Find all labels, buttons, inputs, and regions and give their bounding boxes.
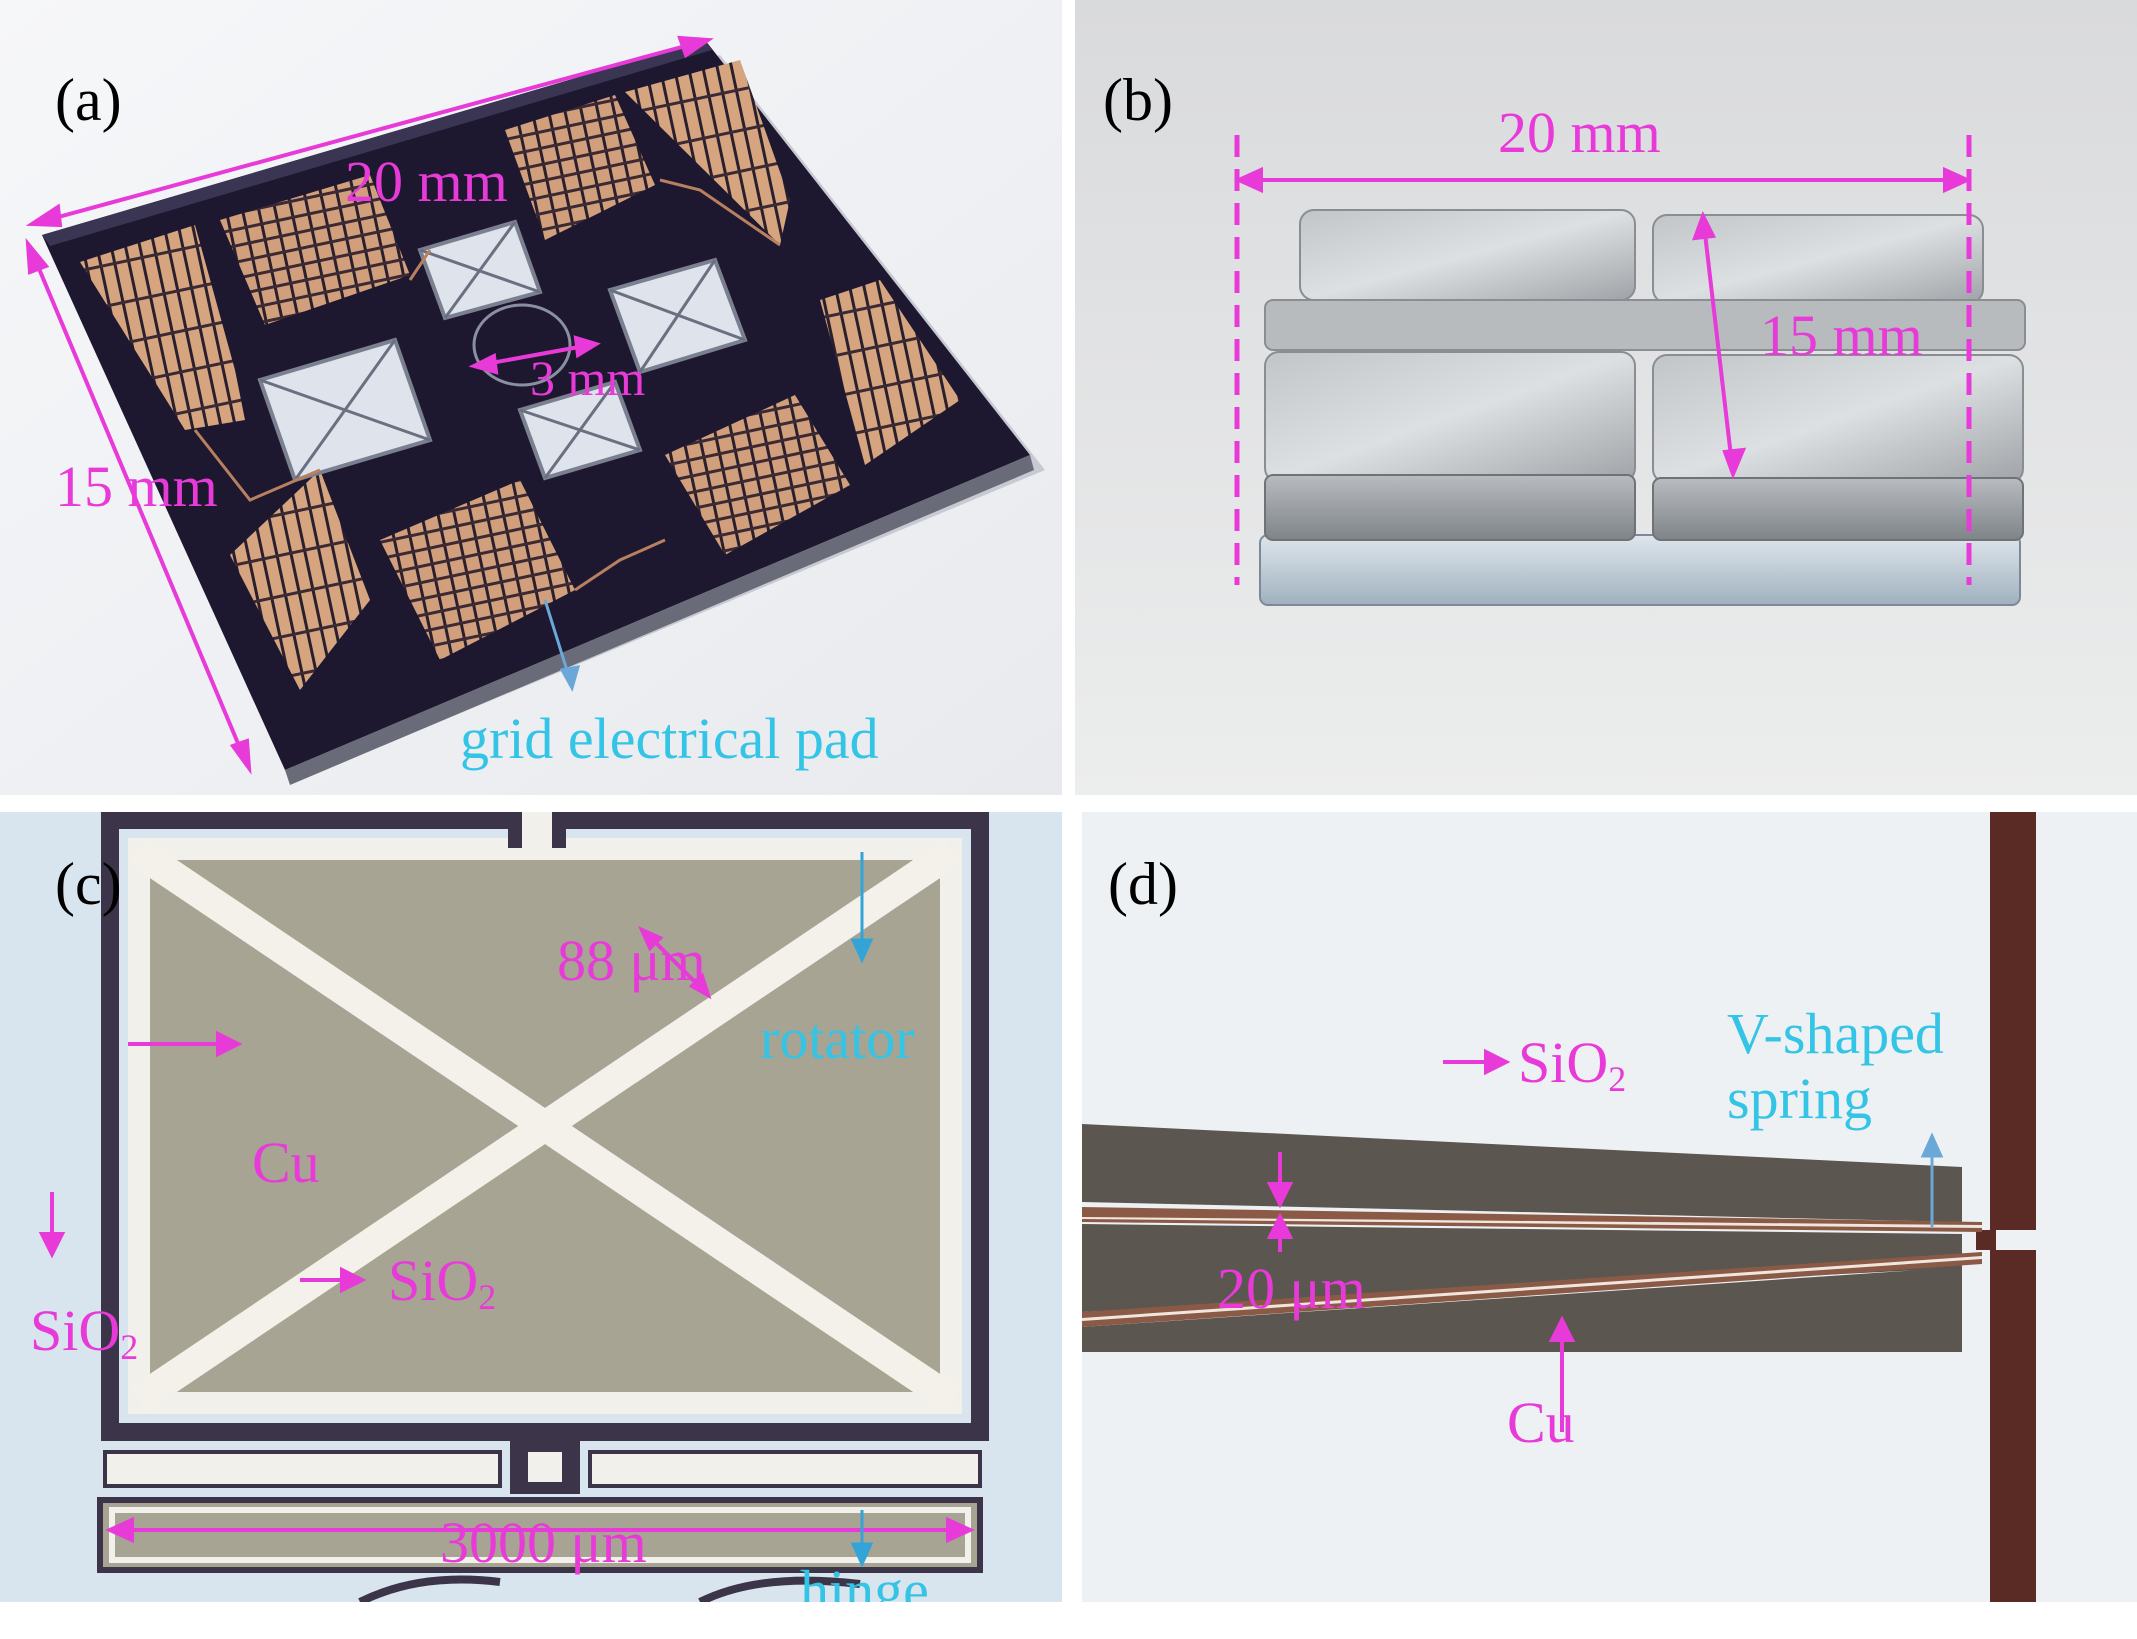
panel-label-c: (c) (55, 851, 122, 917)
length-dimension-label: 3000 μm (440, 1510, 647, 1575)
dimension-height-label: 15 mm (1760, 303, 1923, 368)
grid-pad-3 (505, 95, 655, 240)
cu-label: Cu (1507, 1390, 1575, 1455)
grid-pad-6 (380, 480, 575, 660)
grid-pad-8 (820, 280, 960, 465)
sio2-label: SiO2 (388, 1248, 497, 1317)
beam-width-label: 88 μm (557, 928, 706, 993)
v-spring-label-line2: spring (1727, 1066, 1872, 1131)
hinge-label: hinge (800, 1558, 929, 1603)
magnet-front-left (1264, 351, 1636, 483)
rotator-label: rotator (760, 1006, 915, 1071)
grid-pad-5 (230, 470, 370, 690)
sio2-outer-label: SiO2 (30, 1298, 139, 1367)
sio2-lower-block (1082, 1267, 1962, 1352)
grid-pad-7 (665, 395, 850, 555)
panel-c-rotator-micrograph: (c) 88 μm rotator Cu SiO2 SiO2 3000 μm h… (0, 812, 1062, 1602)
grid-pad-4 (625, 60, 790, 245)
dimension-gap-label: 3 mm (530, 350, 646, 406)
grid-pad-2 (220, 175, 410, 325)
panel-label-b: (b) (1103, 67, 1173, 133)
grid-pad-label: grid electrical pad (460, 706, 879, 771)
panel-label-a: (a) (55, 67, 122, 133)
dimension-width-label: 20 mm (345, 149, 508, 214)
chip-illustration (0, 0, 1062, 795)
gap-dimension-label: 20 μm (1217, 1256, 1366, 1321)
magnet-base (1259, 534, 2021, 606)
dimension-height-label: 15 mm (55, 454, 218, 519)
magnet-illustration (1075, 0, 2137, 795)
grid-pad-1 (80, 225, 245, 430)
panel-b-magnet-photo: (b) 20 mm 15 mm (1075, 0, 2137, 795)
v-spring-label-line1: V-shaped (1727, 1001, 1944, 1066)
panel-label-d: (d) (1108, 851, 1178, 917)
rotator-illustration (0, 812, 1062, 1602)
panel-d-spring-micrograph: (d) SiO2 V-shaped spring 20 μm Cu (1082, 812, 2137, 1602)
magnet-strip (1264, 299, 2026, 351)
sio2-upper-block (1082, 1124, 1962, 1222)
panel-a-chip-photo: (a) 20 mm 15 mm 3 mm grid electrical pad (0, 0, 1062, 795)
copper-bar (1990, 812, 2036, 1602)
cu-label: Cu (252, 1130, 320, 1195)
magnet-top-left (1299, 209, 1636, 301)
dimension-width-label: 20 mm (1498, 100, 1661, 165)
spring-illustration (1082, 812, 2137, 1602)
sio2-label: SiO2 (1518, 1030, 1627, 1099)
